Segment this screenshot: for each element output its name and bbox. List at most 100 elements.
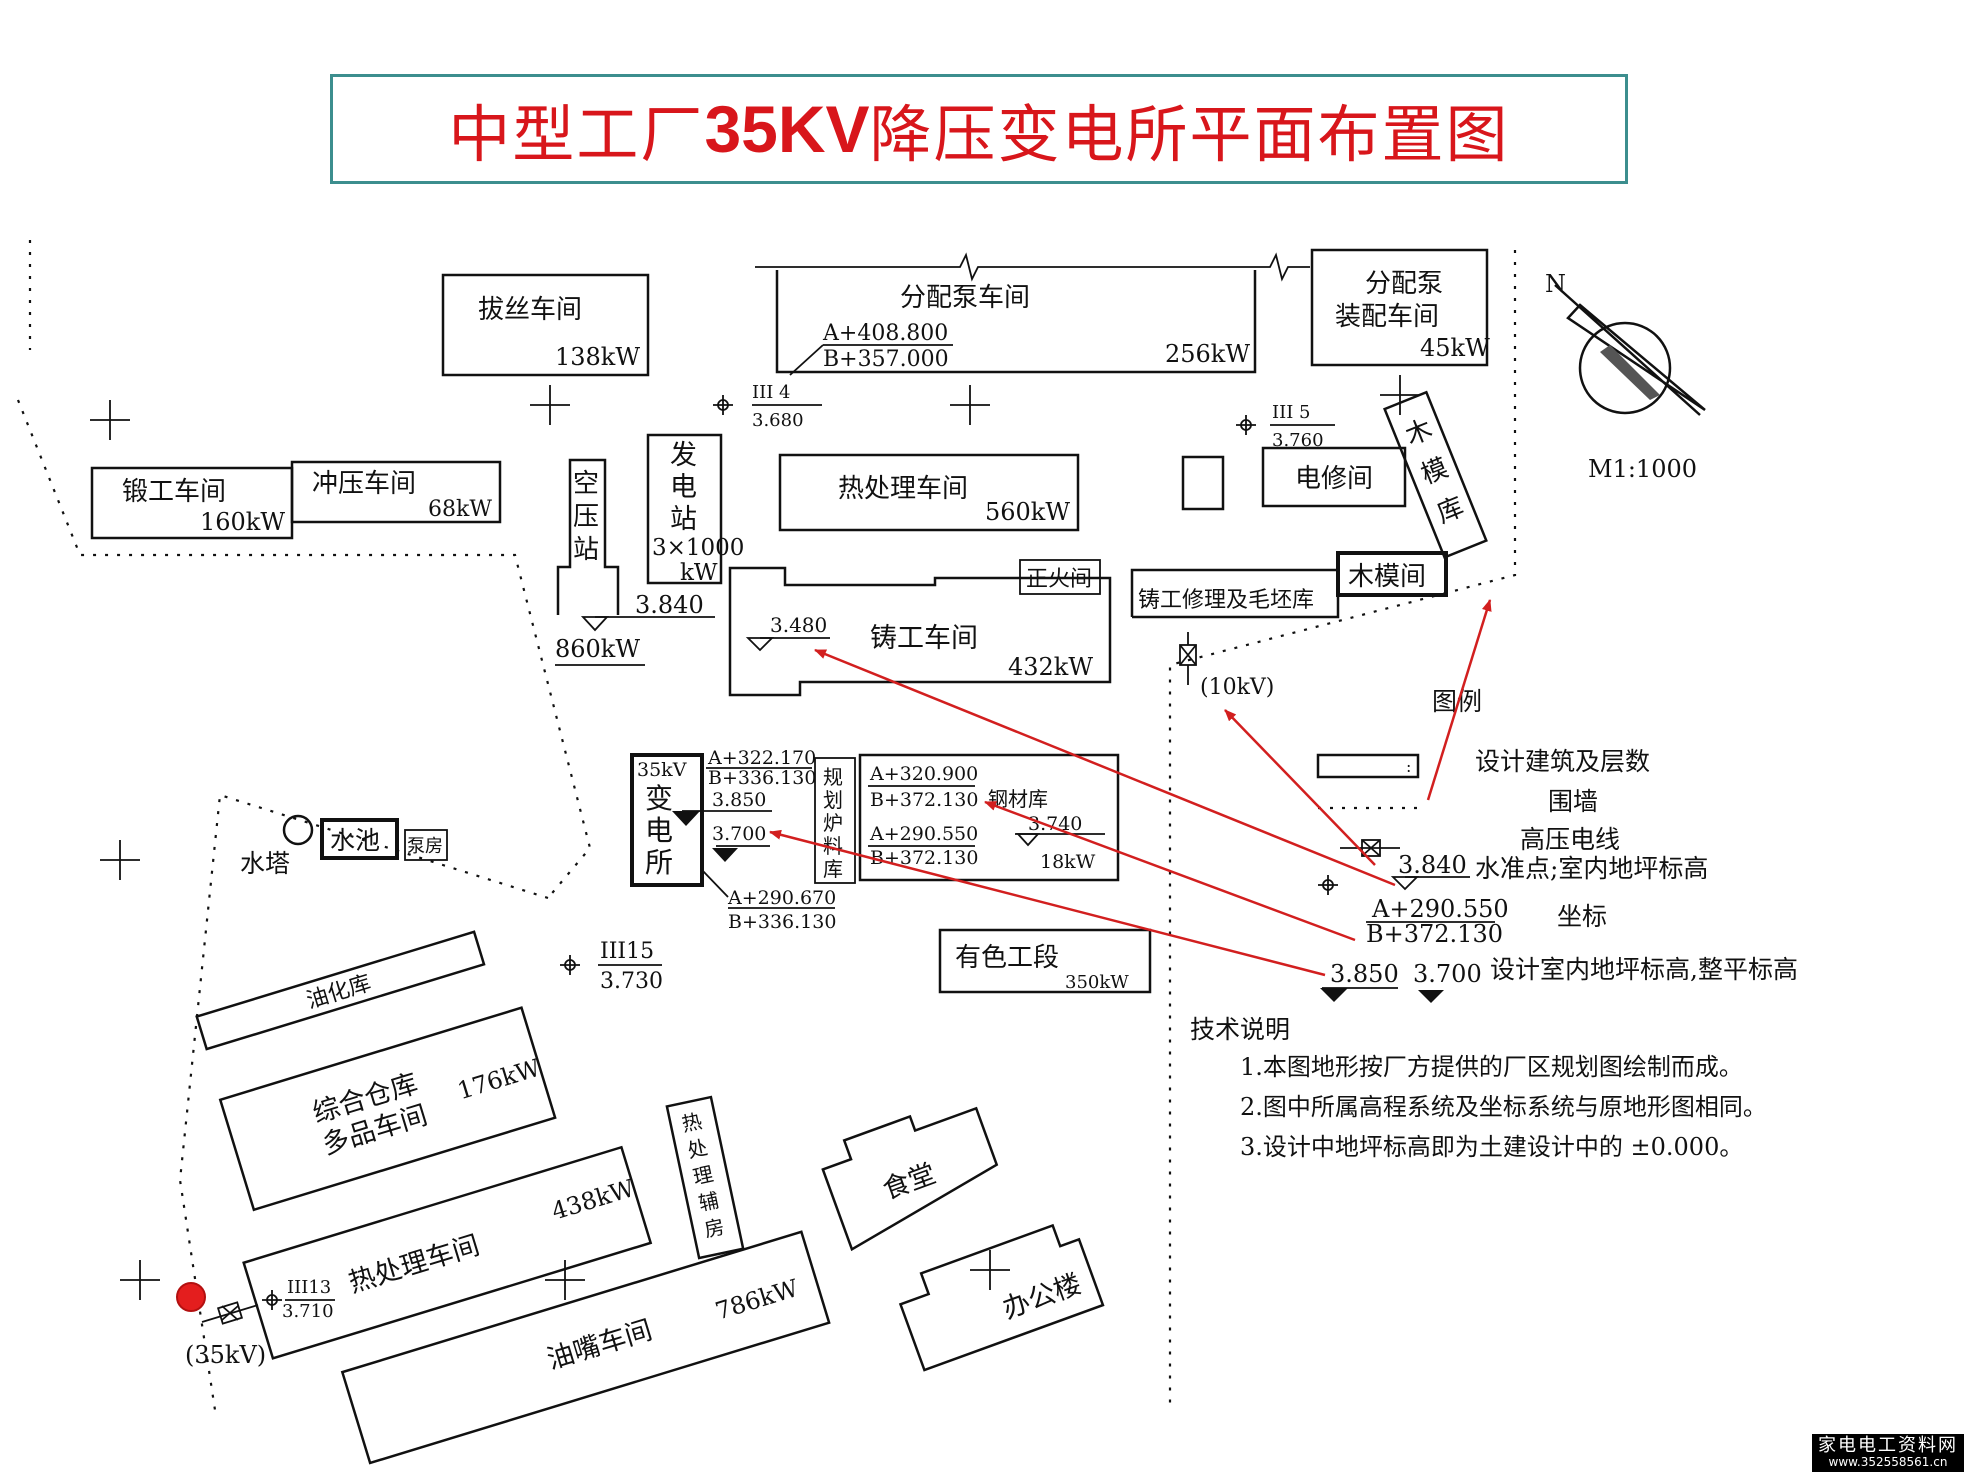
inlet-10kv-label: (10kV)	[1200, 675, 1274, 700]
building-bangong: 办公楼	[898, 1223, 1105, 1372]
rechuli2-name: 热处理车间	[345, 1230, 483, 1299]
fenpei-coord-a: A+408.800	[822, 321, 948, 346]
substation-coord-c: A+290.670	[727, 887, 836, 909]
rechulifu-c4: 辅	[696, 1188, 721, 1216]
building-basi: 拔丝车间 138kW	[441, 273, 650, 377]
benchmark-iii15: III15 3.730	[560, 939, 663, 994]
shuita-name: 水塔	[240, 849, 290, 878]
legend-floor-label: 设计室内地坪标高,整平标高	[1490, 955, 1798, 984]
youse-power: 350kW	[1065, 972, 1129, 993]
gangcai-coord-a: A+320.900	[869, 763, 978, 785]
bm4-id: III 4	[752, 382, 791, 403]
chongya-name: 冲压车间	[312, 469, 416, 499]
building-rechuli-upper: 热处理车间 560kW	[778, 453, 1080, 532]
substation-coord-b: B+336.130	[708, 767, 816, 789]
substation-coord-d: B+336.130	[728, 911, 836, 933]
fpz-power: 45kW	[1420, 334, 1490, 362]
arrow-hvline	[1224, 709, 1376, 866]
legend-building-dots: :	[1406, 757, 1411, 776]
building-duangong: 锻工车间 160kW	[90, 466, 294, 540]
legend-level-label: 水准点;室内地坪标高	[1475, 854, 1708, 883]
inlet-35kv-label: (35kV)	[185, 1341, 266, 1369]
building-fenpei-zhuangpei: 分配泵 装配车间 45kW	[1310, 248, 1490, 367]
building-fadian: 发 电 站 3×1000 kW	[646, 433, 744, 586]
legend-hvline: 高压电线	[1520, 825, 1620, 854]
zhenghuo-name: 正火间	[1026, 567, 1092, 592]
bm13-level: 3.710	[282, 1301, 334, 1322]
guihua-c2: 划	[823, 788, 843, 812]
zonghe-power: 176kW	[454, 1053, 544, 1105]
benchmark-iii13: III13 3.710	[262, 1277, 335, 1322]
building-zhugong: 3.480 铸工车间 432kW	[728, 566, 1112, 697]
fadian-c2: 电	[670, 472, 697, 503]
red-arrows	[769, 599, 1492, 977]
building-fenpei: 分配泵车间 A+408.800 B+357.000 256kW	[775, 270, 1257, 376]
compass: N M1:1000	[1545, 270, 1706, 483]
substation-c3: 所	[645, 846, 673, 879]
arrow-coord	[984, 800, 1356, 942]
substation-level1: 3.850	[712, 789, 766, 811]
building-shuichi: 水池	[320, 818, 399, 860]
basi-power: 138kW	[555, 343, 640, 371]
grid-crosses	[90, 375, 1420, 1300]
mumoku-c1: 木	[1401, 414, 1436, 452]
legend-floor-val2: 3.700	[1413, 960, 1482, 988]
kongya-c1: 空	[573, 469, 599, 499]
shitang-name: 食堂	[879, 1158, 940, 1206]
fpz-name1: 分配泵	[1365, 269, 1443, 299]
note-item-2: 2.图中所属高程系统及坐标系统与原地形图相同。	[1240, 1093, 1767, 1121]
building-small-rect	[1181, 455, 1225, 511]
legend-wall: 围墙	[1548, 787, 1598, 816]
substation-kv: 35kV	[637, 759, 687, 781]
guihua-c3: 炉	[823, 811, 843, 835]
rechulifu-c5: 房	[702, 1214, 727, 1242]
bm5-level: 3.760	[1272, 430, 1324, 451]
rechulifu-c2: 处	[685, 1135, 710, 1163]
guihua-c4: 料	[823, 834, 843, 858]
fenpei-coord-b: B+357.000	[823, 347, 949, 372]
compass-north: N	[1545, 270, 1566, 298]
watermark-line2: www.352558561.cn	[1828, 1455, 1948, 1470]
bm5-id: III 5	[1272, 402, 1311, 423]
youzui-power: 786kW	[712, 1274, 802, 1326]
kongya-level: 3.840	[635, 591, 704, 619]
rechuli1-name: 热处理车间	[838, 474, 968, 504]
building-guihua: 规 划 炉 料 库	[814, 757, 856, 884]
compass-scale: M1:1000	[1588, 455, 1697, 483]
gangcai-level: 3.740	[1028, 813, 1082, 835]
zhugong-level: 3.480	[770, 613, 827, 637]
gangcai-coord-b: B+372.130	[870, 789, 978, 811]
arrow-wall	[1426, 599, 1492, 801]
building-rechuli-lower: 热处理车间 438kW	[242, 1145, 653, 1360]
fenpei-name: 分配泵车间	[900, 283, 1030, 313]
building-zhugongxiu: 铸工修理及毛坯库	[1130, 553, 1340, 619]
zhugong-name: 铸工车间	[870, 623, 978, 654]
fadian-c3: 站	[670, 504, 697, 535]
rechulifu-c3: 理	[691, 1162, 716, 1190]
benchmark-iii5: III 5 3.760	[1236, 402, 1335, 451]
arrow-level	[814, 648, 1396, 887]
watermark: 家电电工资料网 www.352558561.cn	[1812, 1433, 1964, 1472]
title-part2: 35KV	[704, 92, 870, 166]
basi-name: 拔丝车间	[478, 295, 582, 325]
building-zonghe: 综合仓库 多品车间 176kW	[218, 1006, 557, 1212]
building-dianxiu: 电修间	[1261, 446, 1407, 508]
gangcai-coord-d: B+372.130	[870, 847, 978, 869]
benchmark-iii4: III 4 3.680	[713, 382, 822, 431]
kongya-c2: 压	[573, 502, 599, 532]
fadian-c1: 发	[670, 440, 697, 471]
zhugong-power: 432kW	[1008, 653, 1093, 681]
rechuli1-power: 560kW	[985, 498, 1070, 526]
zhugongxiu-name: 铸工修理及毛坯库	[1138, 588, 1314, 613]
notes-heading: 技术说明	[1190, 1015, 1290, 1044]
youzui-name: 油嘴车间	[544, 1315, 656, 1376]
note-item-3: 3.设计中地坪标高即为土建设计中的 ±0.000。	[1240, 1133, 1743, 1161]
north-wall	[755, 252, 1310, 282]
bm13-id: III13	[287, 1277, 331, 1298]
fenpei-power: 256kW	[1165, 340, 1250, 368]
title-part3: 降压变电所平面布置图	[869, 98, 1510, 171]
shuichi-name: 水池	[330, 826, 380, 855]
title-part1: 中型工厂	[448, 98, 705, 171]
